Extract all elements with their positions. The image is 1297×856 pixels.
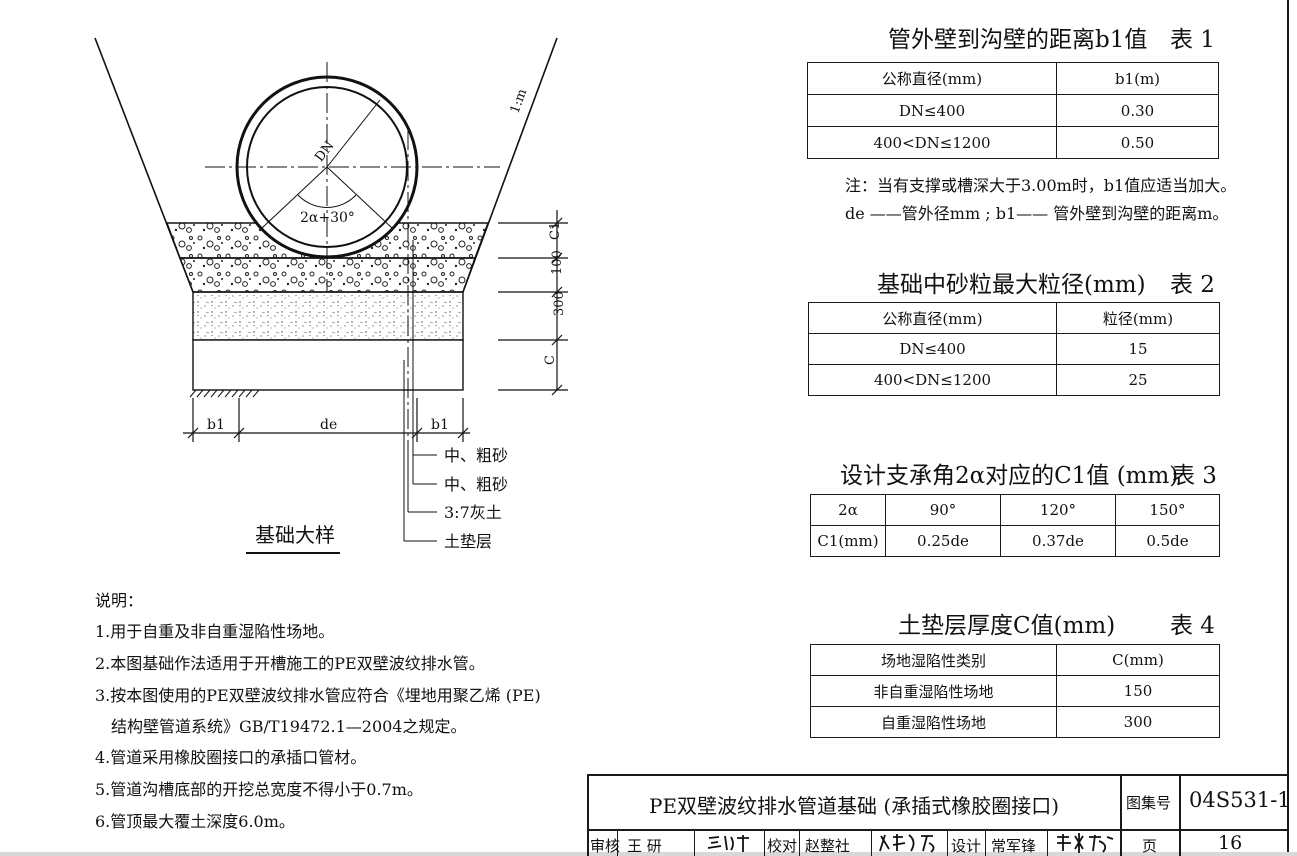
atlas-number: 04S531-1 (1189, 788, 1291, 812)
dim-c: C (543, 355, 558, 365)
page-number: 16 (1218, 832, 1243, 854)
table3-cell: C1(mm) (810, 525, 886, 557)
review-label: 审核 (590, 837, 621, 855)
table1-cell: DN≤400 (807, 94, 1057, 127)
dim-300: 300 (552, 291, 567, 316)
table1-number: 表 1 (1170, 27, 1215, 53)
table3-title: 设计支承角2α对应的C1值 (mm) (840, 463, 1179, 489)
designer-name: 常军锋 (991, 837, 1037, 855)
table4-title: 土垫层厚度C值(mm) (898, 613, 1116, 639)
table3: 2α 90° 120° 150° C1(mm) 0.25de 0.37de 0.… (810, 494, 1220, 557)
table1-cell: 0.50 (1056, 126, 1219, 159)
table3-cell: 90° (885, 494, 1001, 526)
page-bottom-edge (0, 852, 1297, 856)
table2-title: 基础中砂粒最大粒径(mm) (877, 272, 1146, 298)
table2-header-dn: 公称直径(mm) (808, 302, 1057, 334)
explanation-item: 5.管道沟槽底部的开挖总宽度不得小于0.7m。 (95, 780, 423, 799)
lime-soil-layer (192, 291, 464, 341)
legend-soil-cushion: 土垫层 (444, 532, 492, 551)
dim-c1: C1 (548, 222, 563, 240)
checker-name: 赵整社 (805, 837, 851, 855)
table3-cell: 2α (810, 494, 886, 526)
table3-cell: 120° (1000, 494, 1116, 526)
title-block: PE双壁波纹排水管道基础 (承插式橡胶圈接口) 图集号 04S531-1 审核 … (587, 774, 1291, 856)
soil-cushion-layer (192, 339, 464, 391)
table2-cell: DN≤400 (808, 333, 1057, 365)
table2-header-size: 粒径(mm) (1056, 302, 1220, 334)
dim-b1-right: b1 (431, 417, 449, 433)
table3-cell: 0.5de (1115, 525, 1220, 557)
table1-cell: 400<DN≤1200 (807, 126, 1057, 159)
table2-cell: 15 (1056, 333, 1220, 365)
drawing-caption: 基础大样 (255, 523, 335, 547)
designer-signature (1057, 833, 1114, 853)
reviewer-name: 王 研 (627, 837, 662, 855)
table2-cell: 25 (1056, 364, 1220, 396)
table1-header-dn: 公称直径(mm) (807, 62, 1057, 95)
table3-cell: 0.37de (1000, 525, 1116, 557)
design-label: 设计 (951, 837, 982, 855)
table1-note-2: de ——管外径mm ; b1—— 管外壁到沟壁的距离m。 (845, 204, 1229, 223)
ground-hatch (189, 389, 260, 398)
table4-cell: 非自重湿陷性场地 (810, 675, 1057, 707)
table4-cell: 300 (1056, 706, 1220, 738)
checker-signature (879, 834, 935, 853)
table3-number: 表 3 (1172, 463, 1217, 489)
table3-cell: 150° (1115, 494, 1220, 526)
table1-note-1: 注：当有支撑或槽深大于3.00m时，b1值应适当加大。 (845, 176, 1237, 195)
dim-b1-left: b1 (207, 417, 225, 433)
table3-cell: 0.25de (885, 525, 1001, 557)
explanation-item: 2.本图基础作法适用于开槽施工的PE双壁波纹排水管。 (95, 654, 485, 673)
table4-cell: 自重湿陷性场地 (810, 706, 1057, 738)
explanation-item: 结构壁管道系统》GB/T19472.1—2004之规定。 (111, 717, 467, 736)
check-label: 校对 (767, 837, 798, 855)
frame-right-border (1287, 0, 1289, 856)
page-label: 页 (1142, 837, 1158, 855)
foundation-detail-drawing: DN 2α+30° 1:m C1 100 300 C b1 de b1 (94, 37, 568, 554)
table1-cell: 0.30 (1056, 94, 1219, 127)
table2-cell: 400<DN≤1200 (808, 364, 1057, 396)
table1-title: 管外壁到沟壁的距离b1值 (888, 27, 1148, 53)
dim-100: 100 (550, 250, 565, 275)
explanation-item: 3.按本图使用的PE双壁波纹排水管应符合《埋地用聚乙烯 (PE) (95, 686, 541, 705)
table2-number: 表 2 (1170, 272, 1215, 298)
explanation-item: 6.管顶最大覆土深度6.0m。 (95, 812, 295, 831)
support-angle-label: 2α+30° (300, 210, 355, 226)
table4-number: 表 4 (1170, 613, 1215, 639)
atlas-label: 图集号 (1126, 794, 1172, 812)
dim-de: de (320, 417, 337, 433)
explanation-heading: 说明： (95, 591, 144, 610)
table4-header-c: C(mm) (1056, 644, 1220, 676)
slope-label: 1:m (508, 87, 531, 116)
explanation-item: 1.用于自重及非自重湿陷性场地。 (95, 622, 335, 641)
legend-lime-soil: 3:7灰土 (444, 503, 502, 522)
explanation-item: 4.管道采用橡胶圈接口的承插口管材。 (95, 748, 367, 767)
table4-cell: 150 (1056, 675, 1220, 707)
title-block-title: PE双壁波纹排水管道基础 (承插式橡胶圈接口) (649, 794, 1060, 818)
reviewer-signature (707, 835, 749, 852)
table4-header-category: 场地湿陷性类别 (810, 644, 1057, 676)
legend-coarse-sand-2: 中、粗砂 (444, 475, 508, 494)
table1-header-b1: b1(m) (1056, 62, 1219, 95)
legend-coarse-sand-1: 中、粗砂 (444, 446, 508, 465)
